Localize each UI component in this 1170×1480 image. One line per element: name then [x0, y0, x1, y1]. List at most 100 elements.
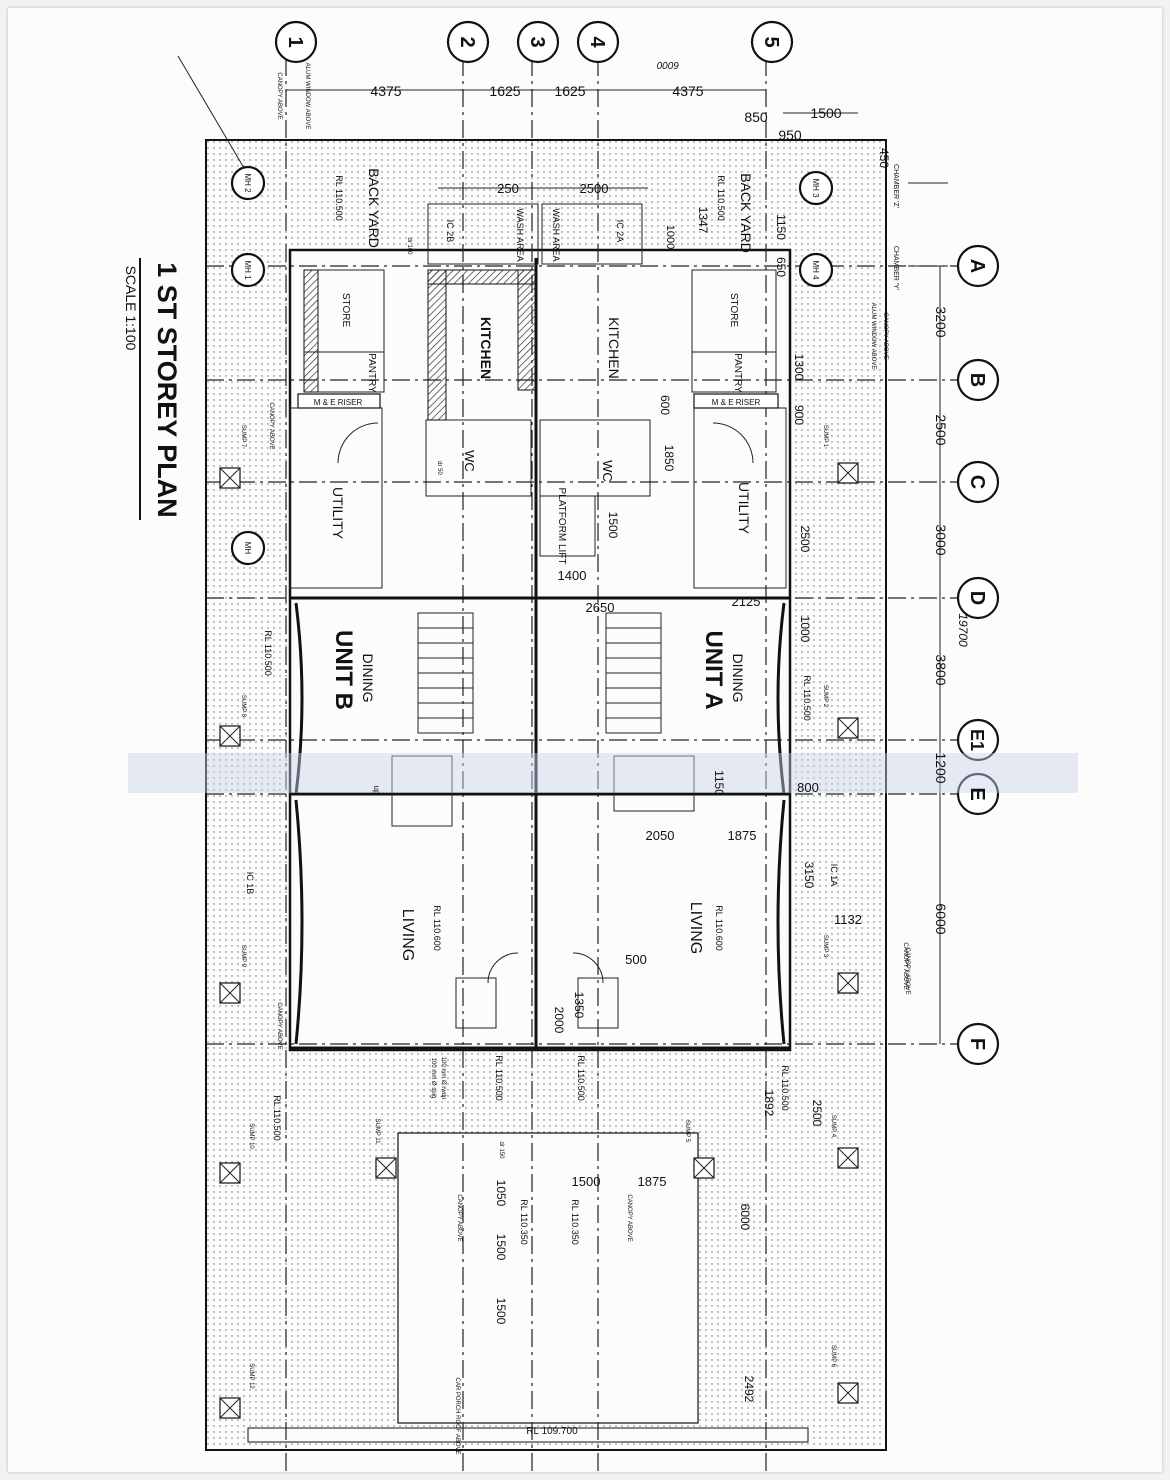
pipe-note-6: up — [372, 786, 381, 795]
room-living-a: LIVING — [687, 902, 704, 954]
inner-dim-27: 2500 — [810, 1100, 824, 1127]
inner-dim-26: 1892 — [762, 1090, 776, 1117]
room-kitchen-a: KITCHEN — [606, 317, 622, 378]
grid-vertical — [285, 58, 767, 1472]
tag-ic1a: IC 1A — [829, 864, 839, 887]
dim-top-4: 4375 — [672, 83, 703, 99]
inner-dim-1: 250 — [497, 181, 519, 196]
inner-dim-10: 1850 — [662, 445, 676, 472]
note-1: ALUM WINDOW ABOVE — [304, 63, 310, 130]
plan-scale: SCALE 1:100 — [123, 266, 139, 351]
room-labels: BACK YARD BACK YARD STORE STORE PANTRY P… — [314, 168, 761, 961]
room-back-yard-b: BACK YARD — [366, 168, 382, 248]
dim-topright-1: 850 — [744, 109, 768, 125]
room-wash-b: WASH AREA — [515, 208, 525, 261]
pipe-note-4: dr 50 — [436, 461, 442, 475]
level-9: RL 110.500 — [576, 1055, 586, 1101]
grid-label-e: E — [966, 787, 988, 800]
inner-dim-16: 1000 — [798, 616, 812, 643]
unit-b-label: UNIT B — [330, 630, 357, 710]
sump-6: SUMP 6 — [830, 1345, 836, 1368]
tag-chamber-y: CHAMBER 'Y' — [892, 246, 899, 290]
grid-label-4: 4 — [586, 36, 608, 48]
level-4: RL 110.500 — [802, 675, 812, 721]
grid-label-a: A — [966, 259, 988, 273]
pipe-note-2: 100 mm Ø rwdp — [440, 1057, 446, 1100]
inner-dim-33: 1500 — [494, 1298, 508, 1325]
dim-top-3: 1625 — [554, 83, 585, 99]
top-dimension-text: 4375 1625 1625 4375 6000 850 950 1500 45… — [370, 59, 891, 168]
sump-11: SUMP 11 — [374, 1118, 380, 1144]
inner-dim-6: 650 — [774, 257, 788, 277]
dim-right-1: 3200 — [933, 306, 949, 337]
room-wc-a: WC — [600, 460, 615, 482]
inner-dim-25: 2000 — [552, 1007, 566, 1034]
sump-12: SUMP 12 — [248, 1363, 254, 1389]
note-3: ALUM WINDOW ABOVE — [870, 303, 876, 370]
room-back-yard-a: BACK YARD — [738, 173, 754, 253]
stair-treads — [418, 627, 661, 719]
inner-dim-12: 1400 — [558, 568, 587, 583]
pipe-notes: 100 mm Ø spig 100 mm Ø rwdp dr 100 dr 50… — [372, 237, 504, 1159]
grid-bubbles-horizontal — [956, 244, 1000, 1066]
inner-dim-32: 1500 — [494, 1234, 508, 1261]
inner-dim-23: 500 — [625, 952, 647, 967]
room-wash-a: WASH AREA — [551, 208, 561, 261]
room-store-a: STORE — [728, 293, 739, 328]
car-porch — [397, 1132, 699, 1424]
sump-8: SUMP 8 — [240, 695, 246, 718]
grid-label-1: 1 — [284, 36, 306, 47]
room-riser-b: M & E RISER — [314, 398, 363, 407]
level-8: RL 110.500 — [494, 1055, 504, 1101]
manhole-circles — [230, 165, 834, 566]
level-13: RL 109.700 — [526, 1426, 578, 1437]
inner-dim-15: 2500 — [798, 526, 812, 553]
sump-7: SUMP 7 — [240, 425, 246, 448]
room-riser-a: M & E RISER — [712, 398, 761, 407]
level-2: RL 110.500 — [716, 175, 726, 221]
dim-topright-2: 950 — [778, 127, 802, 143]
dimension-lines — [286, 89, 941, 1044]
room-pantry-a: PANTRY — [732, 353, 743, 393]
inner-dim-11: 1500 — [606, 512, 620, 539]
tag-chamber-z: CHAMBER 'Z' — [892, 164, 899, 208]
inner-dim-22: 1132 — [834, 912, 862, 927]
tag-mh2: MH 2 — [243, 173, 252, 193]
walls — [289, 203, 790, 1050]
dim-topright-3: 1500 — [810, 105, 841, 121]
inner-dim-24: 1350 — [572, 992, 586, 1019]
note-7: CANOPY ABOVE — [276, 1002, 282, 1049]
note-8: CANOPY ABOVE — [456, 1194, 462, 1241]
tag-mh: MH — [243, 542, 252, 555]
sump-5: SUMP 5 — [684, 1120, 690, 1143]
dim-top-5: 6000 — [656, 59, 679, 70]
pipe-note-5: dr 150 — [498, 1141, 504, 1159]
service-tags: MH 2 MH 1 MH 3 MH 4 MH IC 2B IC 2A IC 1A… — [243, 164, 899, 894]
inner-dim-30: 6000 — [738, 1204, 752, 1231]
note-6: CANOPY ABOVE — [902, 942, 908, 989]
level-5: RL 110.500 — [272, 1095, 282, 1141]
pipe-note-1: 100 mm Ø spig — [430, 1058, 436, 1099]
room-platform-lift: PLATFORM LIFT — [556, 487, 567, 564]
note-9: CANOPY ABOVE — [626, 1194, 632, 1241]
grid-label-c: C — [966, 475, 988, 489]
scan-smudge — [128, 753, 1078, 793]
front-strip — [247, 1427, 809, 1443]
room-utility-b: UTILITY — [330, 487, 346, 540]
inner-dim-31: 1050 — [494, 1180, 508, 1207]
note-2: CANOPY ABOVE — [276, 72, 282, 119]
dim-top-1: 4375 — [370, 83, 401, 99]
inner-dim-8: 900 — [792, 405, 806, 425]
room-kitchen-b: KITCHEN — [478, 317, 494, 379]
room-utility-a: UTILITY — [736, 482, 752, 535]
grid-label-e1: E1 — [967, 729, 987, 751]
dim-right-5: 1200 — [933, 752, 949, 783]
handwritten-total: 19700 — [956, 613, 970, 647]
tag-ic2a: IC 2A — [615, 220, 625, 243]
right-dimension-text: 3200 2500 3000 3800 1200 6000 19700 — [933, 306, 970, 934]
room-dining-a: DINING — [730, 654, 746, 703]
grid-label-3: 3 — [526, 36, 548, 47]
grid-label-d: D — [966, 591, 988, 605]
drawing-sheet: 1 2 3 4 5 A B C D E1 E F 4375 1625 1625 … — [8, 8, 1162, 1472]
inner-dim-3: 1347 — [696, 207, 710, 234]
